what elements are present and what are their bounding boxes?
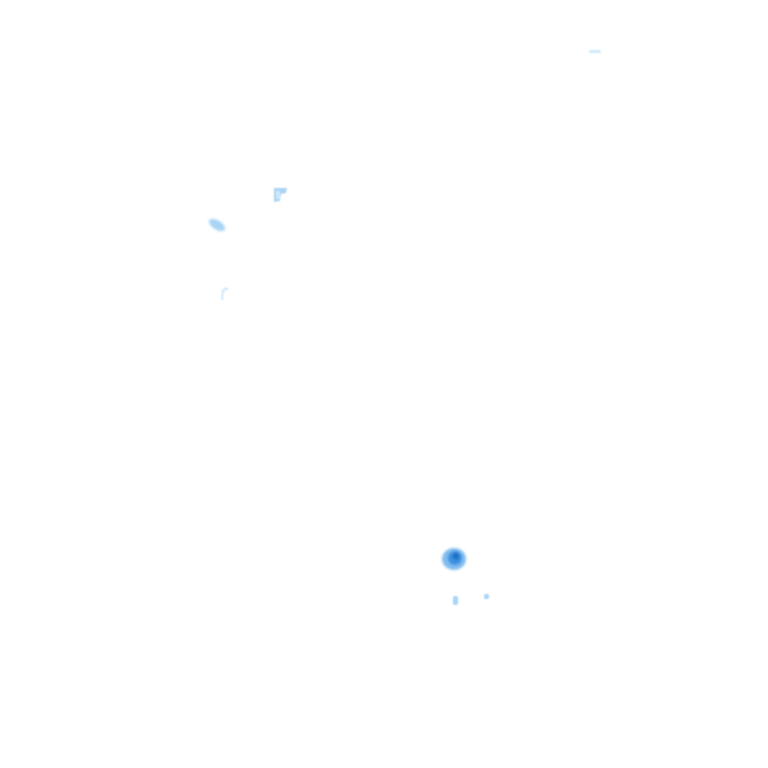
precip-cell-upper-left-b — [209, 218, 225, 232]
precip-cell-lower-b — [484, 594, 489, 599]
precip-cell-top-right — [589, 50, 601, 53]
precip-cell-lower-a — [453, 596, 458, 605]
precip-cell-main — [442, 548, 466, 570]
precip-cell-upper-left-a — [274, 188, 287, 202]
precip-cell-left-trace — [221, 287, 229, 300]
